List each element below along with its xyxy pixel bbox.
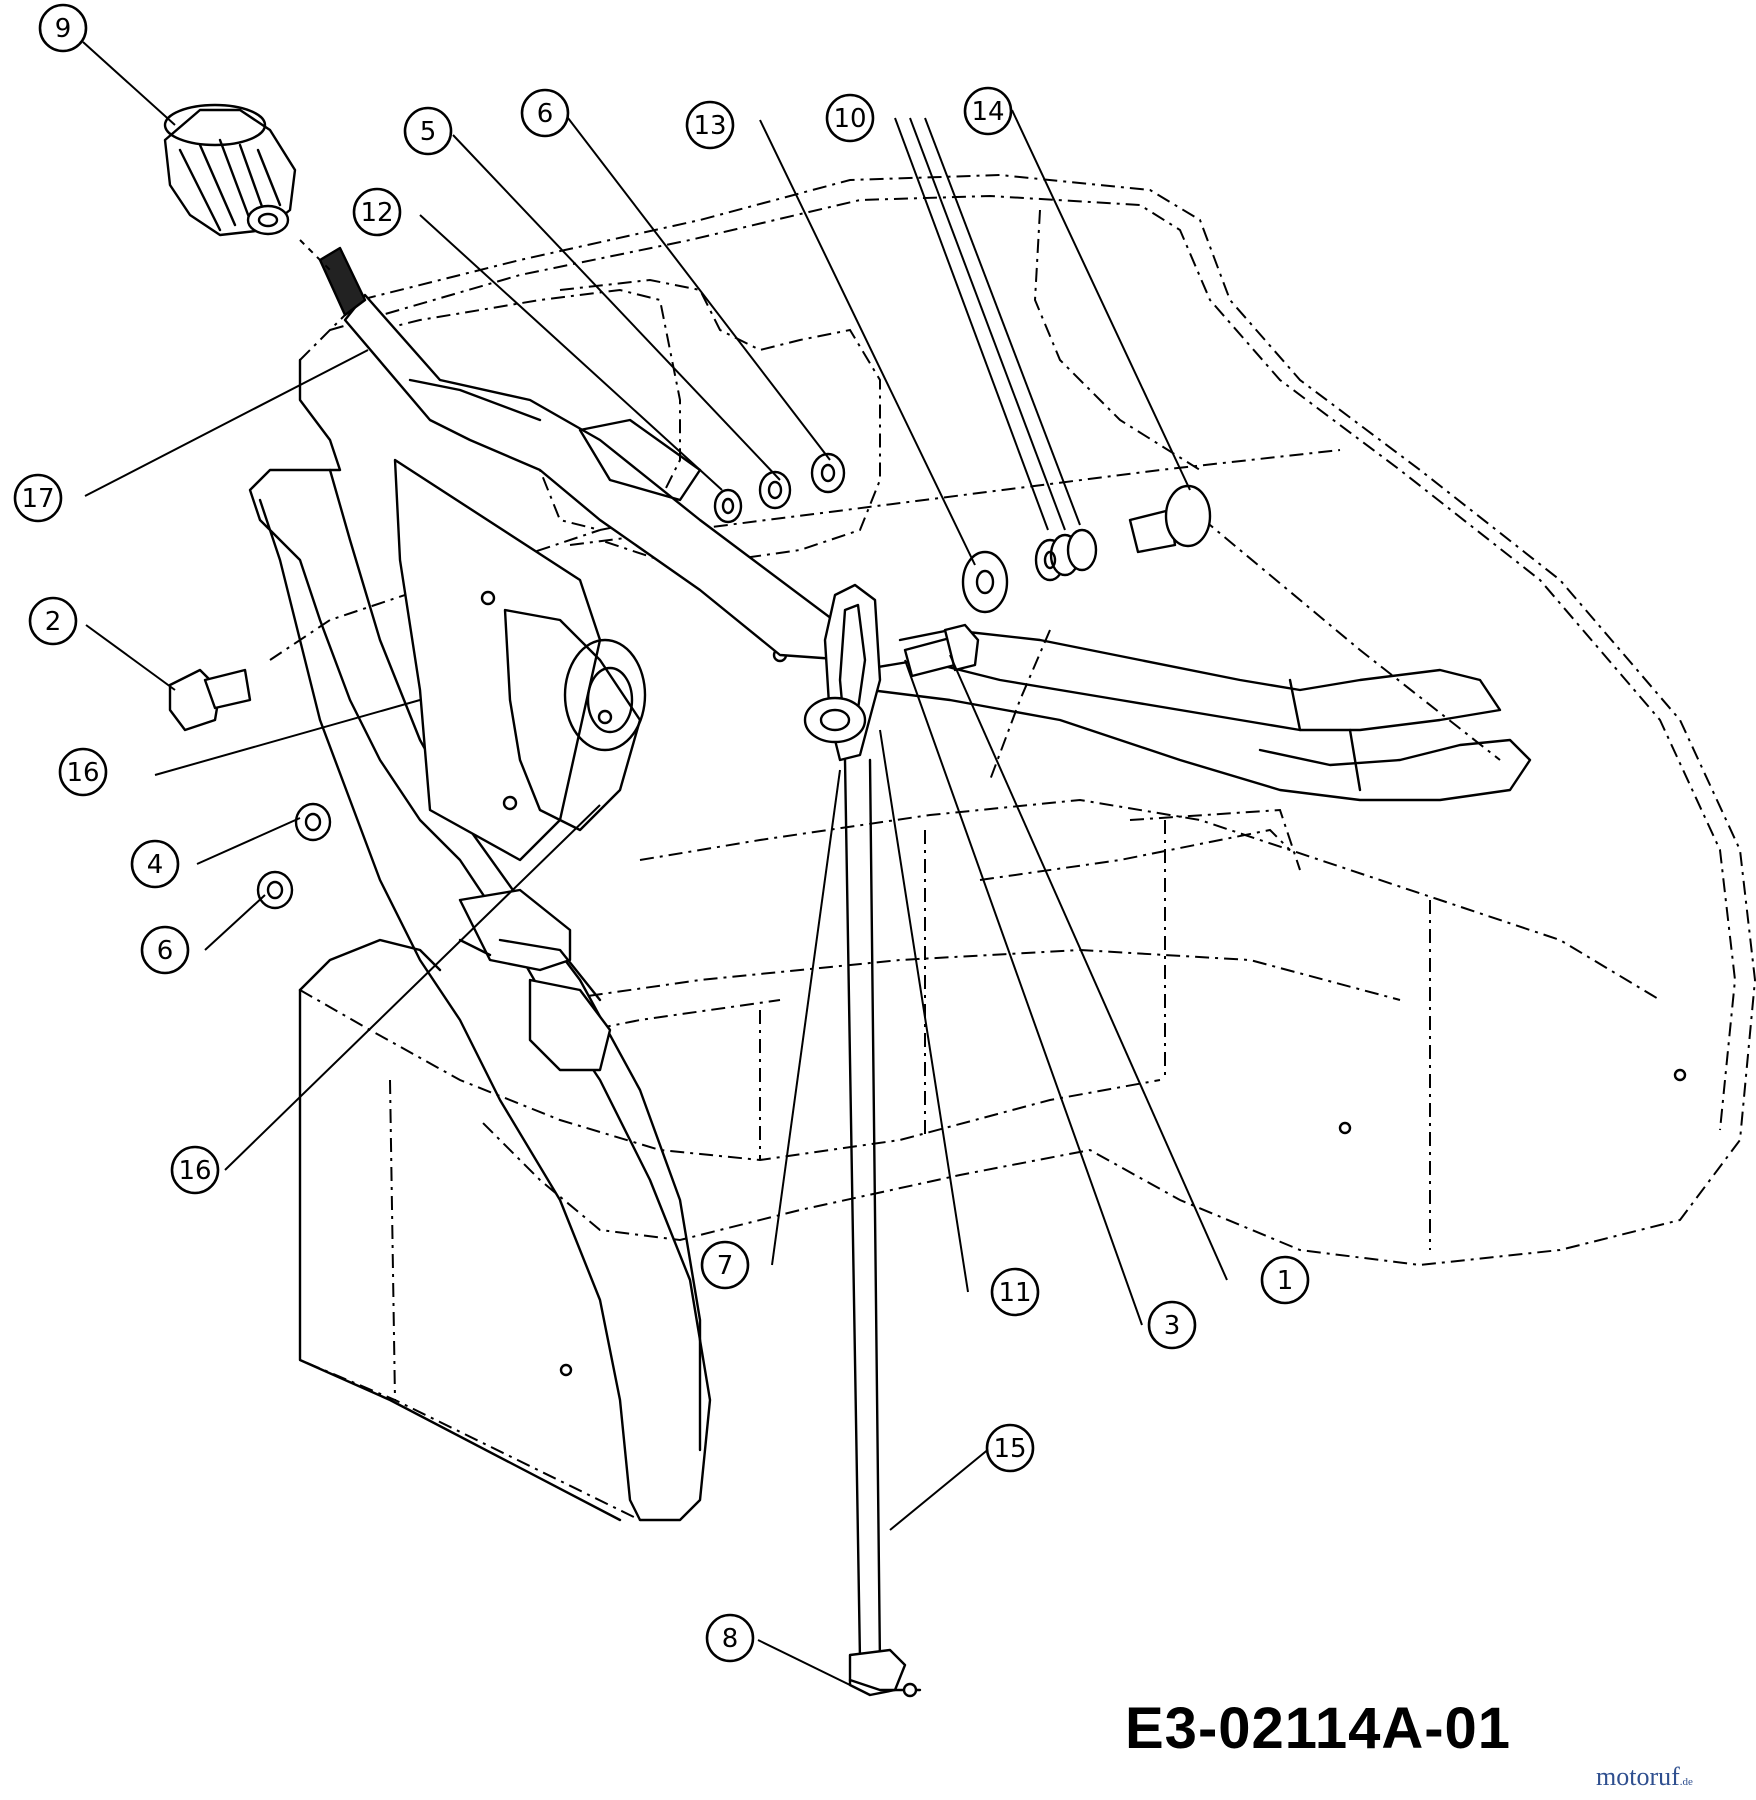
callout-15: 15 [985, 1423, 1035, 1473]
callout-circle [963, 86, 1013, 136]
callout-label: 14 [971, 97, 1004, 127]
callout-7: 7 [700, 1240, 750, 1290]
control-plate [393, 458, 788, 862]
lever [318, 246, 862, 662]
leader-lines [82, 41, 1228, 1686]
callout-label: 5 [420, 117, 437, 147]
knob [163, 103, 331, 271]
callout-label: 6 [537, 99, 554, 129]
callout-17: 17 [13, 473, 63, 523]
callout-16-low: 16 [170, 1145, 220, 1195]
callout-circle [990, 1267, 1040, 1317]
callout-12: 12 [352, 187, 402, 237]
callout-circle [1260, 1255, 1310, 1305]
callout-13: 13 [685, 100, 735, 150]
callout-label: 1 [1277, 1266, 1294, 1296]
callout-circle [700, 1240, 750, 1290]
callout-circle [352, 187, 402, 237]
callout-label: 10 [833, 104, 866, 134]
watermark-suffix: .de [1679, 1776, 1693, 1788]
callout-label: 9 [55, 14, 72, 44]
callout-2: 2 [28, 596, 78, 646]
callout-circle [58, 747, 108, 797]
callout-10: 10 [825, 93, 875, 143]
latch-assembly [803, 583, 882, 762]
side-panel [248, 358, 1687, 1522]
callout-circle [985, 1423, 1035, 1473]
drawing-number: E3-02114A-01 [1125, 1696, 1512, 1761]
callout-circle [825, 93, 875, 143]
callout-label: 13 [693, 111, 726, 141]
callout-16-mid: 16 [58, 747, 108, 797]
callout-5: 5 [403, 106, 453, 156]
callout-label: 15 [993, 1434, 1026, 1464]
fasteners [168, 452, 1212, 910]
callout-6-left: 6 [140, 925, 190, 975]
callout-label: 16 [178, 1156, 211, 1186]
callout-label: 11 [998, 1278, 1031, 1308]
callout-label: 12 [360, 198, 393, 228]
watermark-logo: motoruf.de [1596, 1762, 1693, 1792]
callout-6-top: 6 [520, 88, 570, 138]
callout-1: 1 [1260, 1255, 1310, 1305]
callout-circle [520, 88, 570, 138]
callout-label: 16 [66, 758, 99, 788]
callout-circle [130, 839, 180, 889]
fender-body [269, 173, 1756, 1521]
callout-label: 8 [722, 1624, 739, 1654]
callout-circle [28, 596, 78, 646]
callout-label: 2 [45, 607, 62, 637]
callout-circle [705, 1613, 755, 1663]
callout-circle [403, 106, 453, 156]
callouts: 9 5 6 13 10 14 12 17 2 16 4 6 16 7 11 3 1 15 8 [13, 3, 1310, 1663]
callout-label: 3 [1164, 1311, 1181, 1341]
callout-circle [13, 473, 63, 523]
callout-circle [140, 925, 190, 975]
rod-assembly [843, 758, 922, 1698]
callout-8: 8 [705, 1613, 755, 1663]
callout-label: 4 [147, 850, 164, 880]
callout-9: 9 [38, 3, 88, 53]
callout-4: 4 [130, 839, 180, 889]
callout-circle [1147, 1300, 1197, 1350]
callout-14: 14 [963, 86, 1013, 136]
callout-3: 3 [1147, 1300, 1197, 1350]
callout-circle [170, 1145, 220, 1195]
callout-11: 11 [990, 1267, 1040, 1317]
lower-linkage [458, 888, 612, 1072]
callout-label: 7 [717, 1251, 734, 1281]
callout-label: 6 [157, 936, 174, 966]
callout-circle [38, 3, 88, 53]
watermark-text: motoruf [1596, 1762, 1680, 1791]
right-handle [858, 628, 1532, 802]
callout-circle [685, 100, 735, 150]
callout-label: 17 [21, 484, 54, 514]
